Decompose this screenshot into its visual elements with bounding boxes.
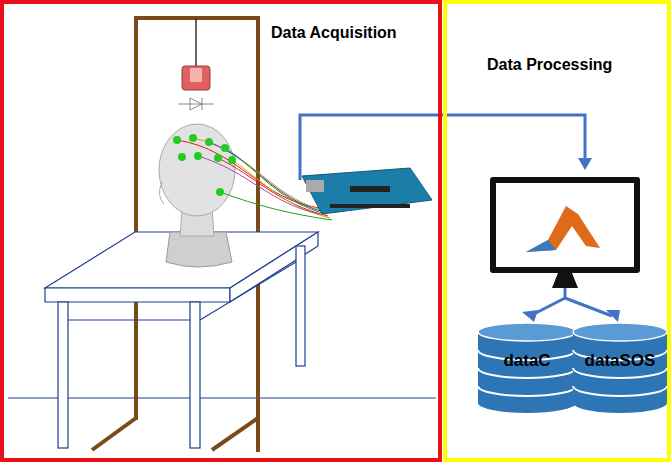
- database-label: dataSOS: [585, 351, 656, 371]
- floor-line: [8, 397, 436, 398]
- computer-monitor: [490, 177, 640, 288]
- storage-links: [530, 288, 612, 316]
- table: [45, 232, 318, 448]
- acquisition-panel: Data Acquisition: [0, 0, 442, 462]
- electrodes: [173, 134, 236, 196]
- arrow-head: [522, 310, 538, 322]
- processing-panel: Data Processing dataC dataSOS: [443, 0, 671, 462]
- arrow-head: [606, 310, 620, 322]
- light-source: [178, 18, 214, 110]
- panel-heading: Data Acquisition: [271, 24, 397, 42]
- database-label: dataC: [503, 351, 550, 371]
- database-cylinder: dataC: [477, 322, 577, 414]
- panel-heading: Data Processing: [487, 56, 612, 74]
- database-cylinder: dataSOS: [572, 322, 668, 414]
- mannequin-head: [159, 124, 235, 267]
- arrow-head: [578, 158, 592, 170]
- arduino-board: [302, 168, 432, 214]
